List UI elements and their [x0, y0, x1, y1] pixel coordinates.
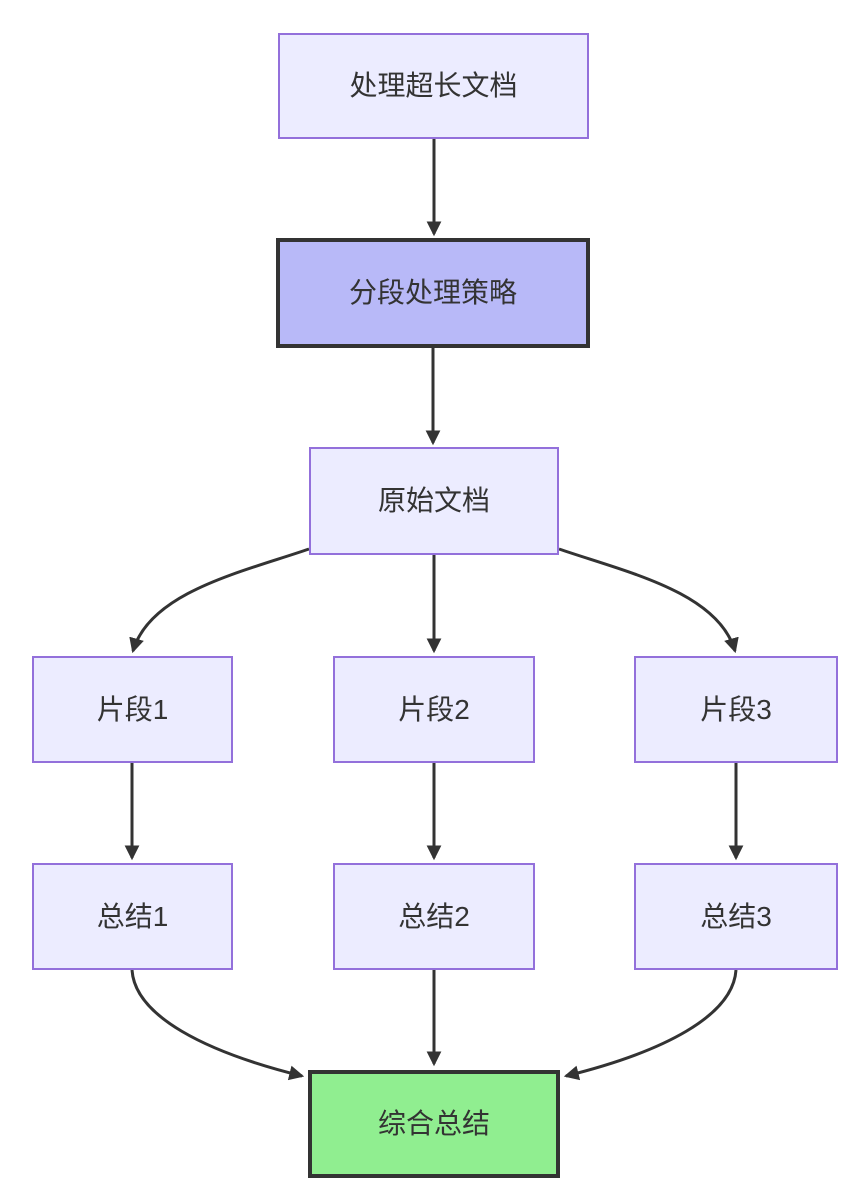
node-label: 片段2 [398, 693, 470, 725]
node-fragment-3: 片段3 [634, 656, 838, 763]
node-fragment-1: 片段1 [32, 656, 233, 763]
edge-original-to-fragment3 [558, 547, 739, 654]
node-segmentation-strategy: 分段处理策略 [276, 238, 590, 348]
node-label: 处理超长文档 [349, 70, 518, 102]
node-final-summary: 综合总结 [308, 1070, 560, 1178]
edge-original-to-fragment1 [129, 547, 310, 654]
node-label: 原始文档 [377, 485, 490, 517]
node-label: 总结3 [700, 900, 772, 932]
node-summary-1: 总结1 [32, 863, 233, 970]
edge-summary3-to-final [563, 969, 738, 1081]
node-label: 综合总结 [377, 1108, 490, 1140]
node-summary-2: 总结2 [333, 863, 535, 970]
node-summary-3: 总结3 [634, 863, 838, 970]
edge-summary1-to-final [130, 969, 305, 1081]
node-fragment-2: 片段2 [333, 656, 535, 763]
node-label: 片段1 [96, 693, 169, 725]
node-original-document: 原始文档 [309, 447, 559, 555]
node-label: 总结2 [398, 900, 470, 932]
node-label: 片段3 [700, 693, 772, 725]
node-label: 总结1 [96, 900, 169, 932]
node-process-long-document: 处理超长文档 [278, 33, 589, 139]
node-label: 分段处理策略 [348, 277, 517, 309]
